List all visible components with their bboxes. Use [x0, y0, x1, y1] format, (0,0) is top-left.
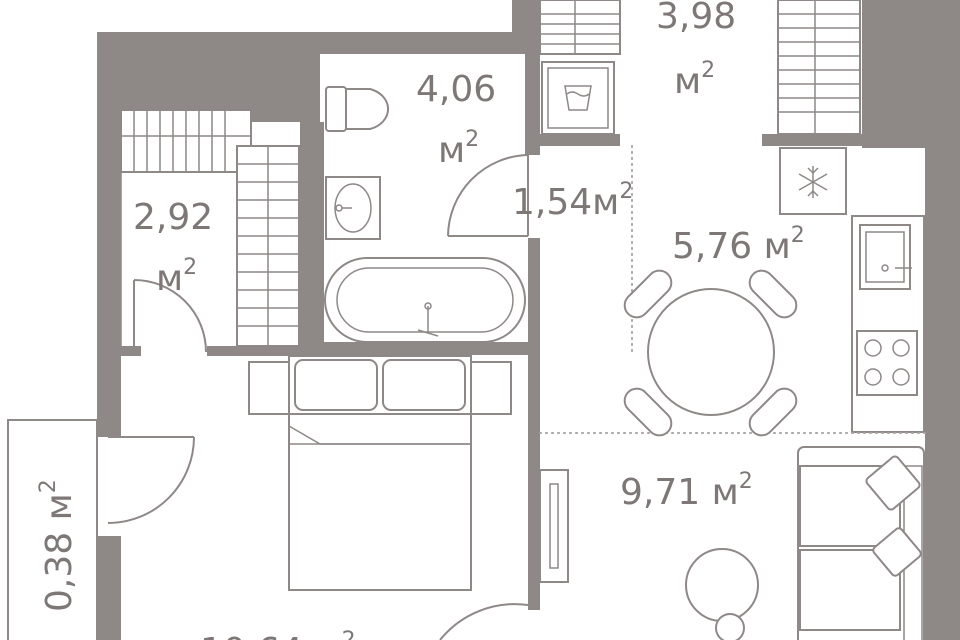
room-area-label: м2: [156, 255, 197, 299]
stove-icon: [856, 330, 918, 396]
closet-door: [133, 279, 207, 353]
room-area-label: 5,76 м2: [672, 223, 805, 267]
fridge-snowflake-icon: [779, 147, 847, 215]
armchair-icon: [685, 548, 759, 640]
room-area-label: 9,71 м2: [620, 469, 753, 513]
wardrobe-left: [539, 0, 621, 55]
dining-table-icon: [623, 269, 798, 437]
toilet-icon: [325, 86, 390, 132]
tv-icon: [539, 469, 569, 583]
room-area-label: м2: [438, 127, 479, 171]
walls: [97, 0, 960, 640]
room-area-label: м2: [674, 58, 715, 102]
bathroom-door: [447, 154, 529, 237]
room-area-label: 1,54м2: [512, 179, 633, 223]
closet-left: [120, 109, 300, 347]
bathtub-icon: [324, 257, 526, 343]
area-labels: 3,98 м2 4,06 м2 2,92 м2 1,54м2 5,76 м2 9…: [36, 0, 805, 640]
sofa-icon: [797, 446, 925, 640]
sink-icon: [325, 176, 381, 240]
kitchen-sink-icon: [859, 224, 912, 290]
bedroom-door: [439, 603, 529, 640]
washing-machine-icon: [541, 61, 615, 135]
room-area-label: 2,92: [133, 197, 213, 238]
entrance-door: [7, 419, 195, 640]
room-area-label: 0,38 м2: [36, 479, 80, 612]
wardrobe-right: [777, 0, 861, 135]
room-area-label: 4,06: [416, 69, 496, 110]
zone-dividers: [539, 145, 926, 434]
room-area-label: 3,98: [656, 0, 736, 37]
room-area-label: 10,64 м2: [200, 628, 356, 640]
bed-icon: [248, 355, 512, 591]
